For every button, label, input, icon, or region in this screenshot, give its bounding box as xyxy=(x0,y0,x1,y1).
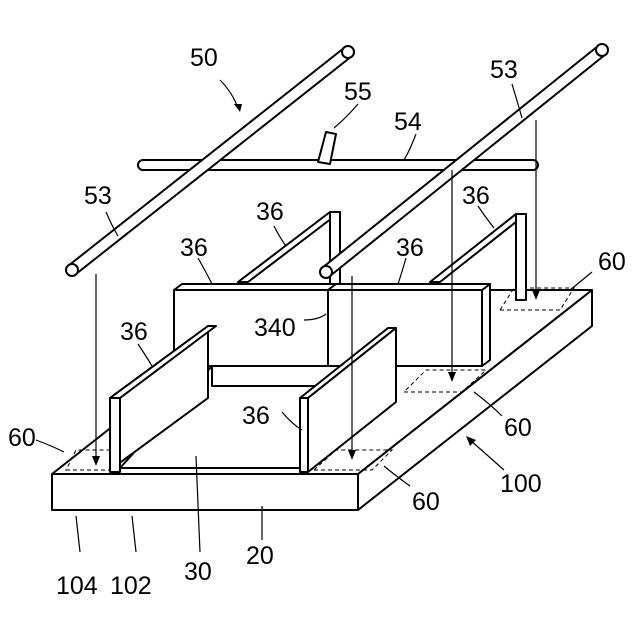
label-wall-front-left: 36 xyxy=(120,318,148,346)
center-block xyxy=(174,284,490,366)
label-center-block: 340 xyxy=(254,314,296,342)
label-device: 100 xyxy=(500,470,542,498)
label-crossbar: 54 xyxy=(394,108,422,136)
wall-back-right-top xyxy=(430,214,526,282)
label-rail-left: 53 xyxy=(84,182,112,210)
label-wall-back-right: 36 xyxy=(462,182,490,210)
label-mark-left-front: 60 xyxy=(8,424,36,452)
label-wall-back-left: 36 xyxy=(256,198,284,226)
label-mark-right-mid: 60 xyxy=(504,414,532,442)
base-front-face xyxy=(52,474,358,510)
label-side-102: 102 xyxy=(110,572,152,600)
label-nozzle: 55 xyxy=(344,78,372,106)
label-wall-center-left: 36 xyxy=(180,234,208,262)
label-mark-right-back: 60 xyxy=(598,248,626,276)
label-mark-front-mid: 60 xyxy=(412,488,440,516)
wall-front-right-face xyxy=(300,398,308,472)
wall-front-left-face xyxy=(110,398,120,472)
label-rail-right: 53 xyxy=(490,56,518,84)
label-floor: 30 xyxy=(184,558,212,586)
label-side-104: 104 xyxy=(56,572,98,600)
label-gantry: 50 xyxy=(190,44,218,72)
wall-back-right-face xyxy=(516,214,526,300)
label-wall-center-right: 36 xyxy=(396,234,424,262)
center-block-right xyxy=(482,284,490,366)
wall-back-left-face xyxy=(330,212,340,290)
label-base: 20 xyxy=(246,542,274,570)
label-wall-front-right: 36 xyxy=(242,402,270,430)
